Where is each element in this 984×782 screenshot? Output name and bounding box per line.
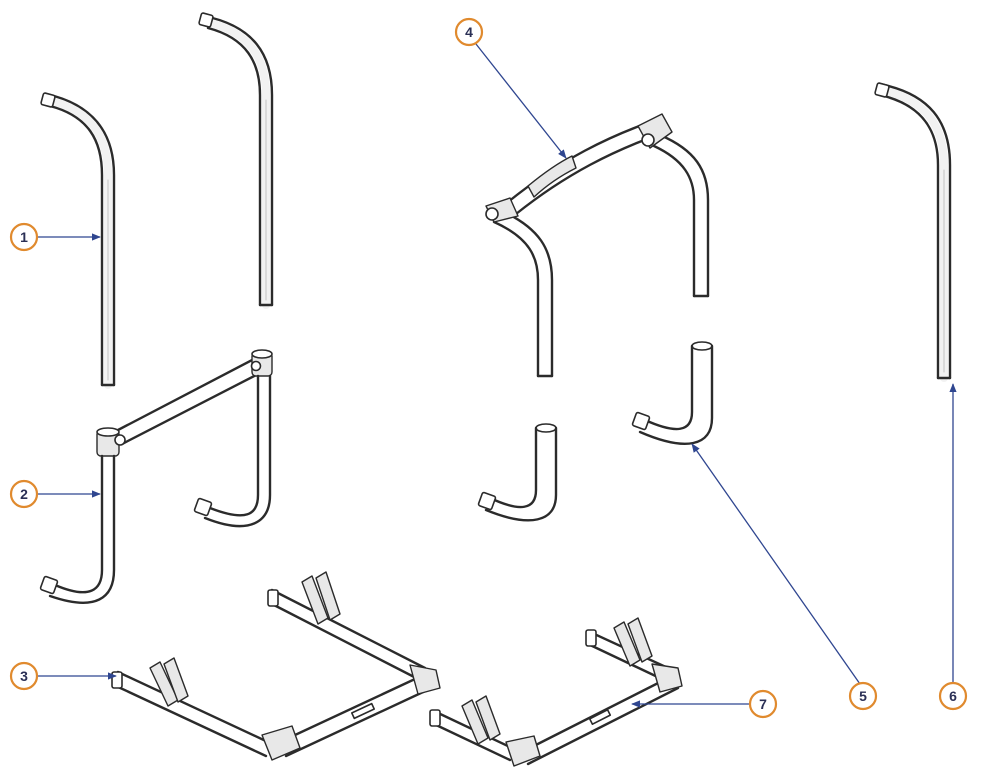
callout-1-label: 1: [20, 229, 28, 245]
part-7-small-base: [429, 617, 683, 767]
leader-lines: [38, 43, 957, 708]
callout-5: 5: [848, 681, 878, 711]
callout-6: 6: [938, 681, 968, 711]
part-5-j-tube: [631, 341, 714, 445]
part-3-base-frame: [111, 571, 441, 761]
callout-2-label: 2: [20, 486, 28, 502]
callout-7-label: 7: [759, 696, 767, 712]
leader-5: [691, 443, 861, 685]
callout-4: 4: [454, 17, 484, 47]
part-4-arch-frame: [485, 113, 710, 378]
callout-6-label: 6: [949, 688, 957, 704]
callout-5-label: 5: [859, 688, 867, 704]
callout-4-label: 4: [465, 24, 473, 40]
callout-7: 7: [748, 689, 778, 719]
leader-4: [475, 43, 567, 159]
callout-3-label: 3: [20, 668, 28, 684]
callout-1: 1: [9, 222, 39, 252]
upright-tube-tall: [198, 12, 274, 309]
callout-2: 2: [9, 479, 39, 509]
part-6-upright-tube: [874, 82, 952, 382]
part-1-upright-tube: [40, 92, 116, 389]
callout-3: 3: [9, 661, 39, 691]
part-2-lower-frame: [39, 349, 273, 604]
j-tube-small: [477, 423, 558, 522]
